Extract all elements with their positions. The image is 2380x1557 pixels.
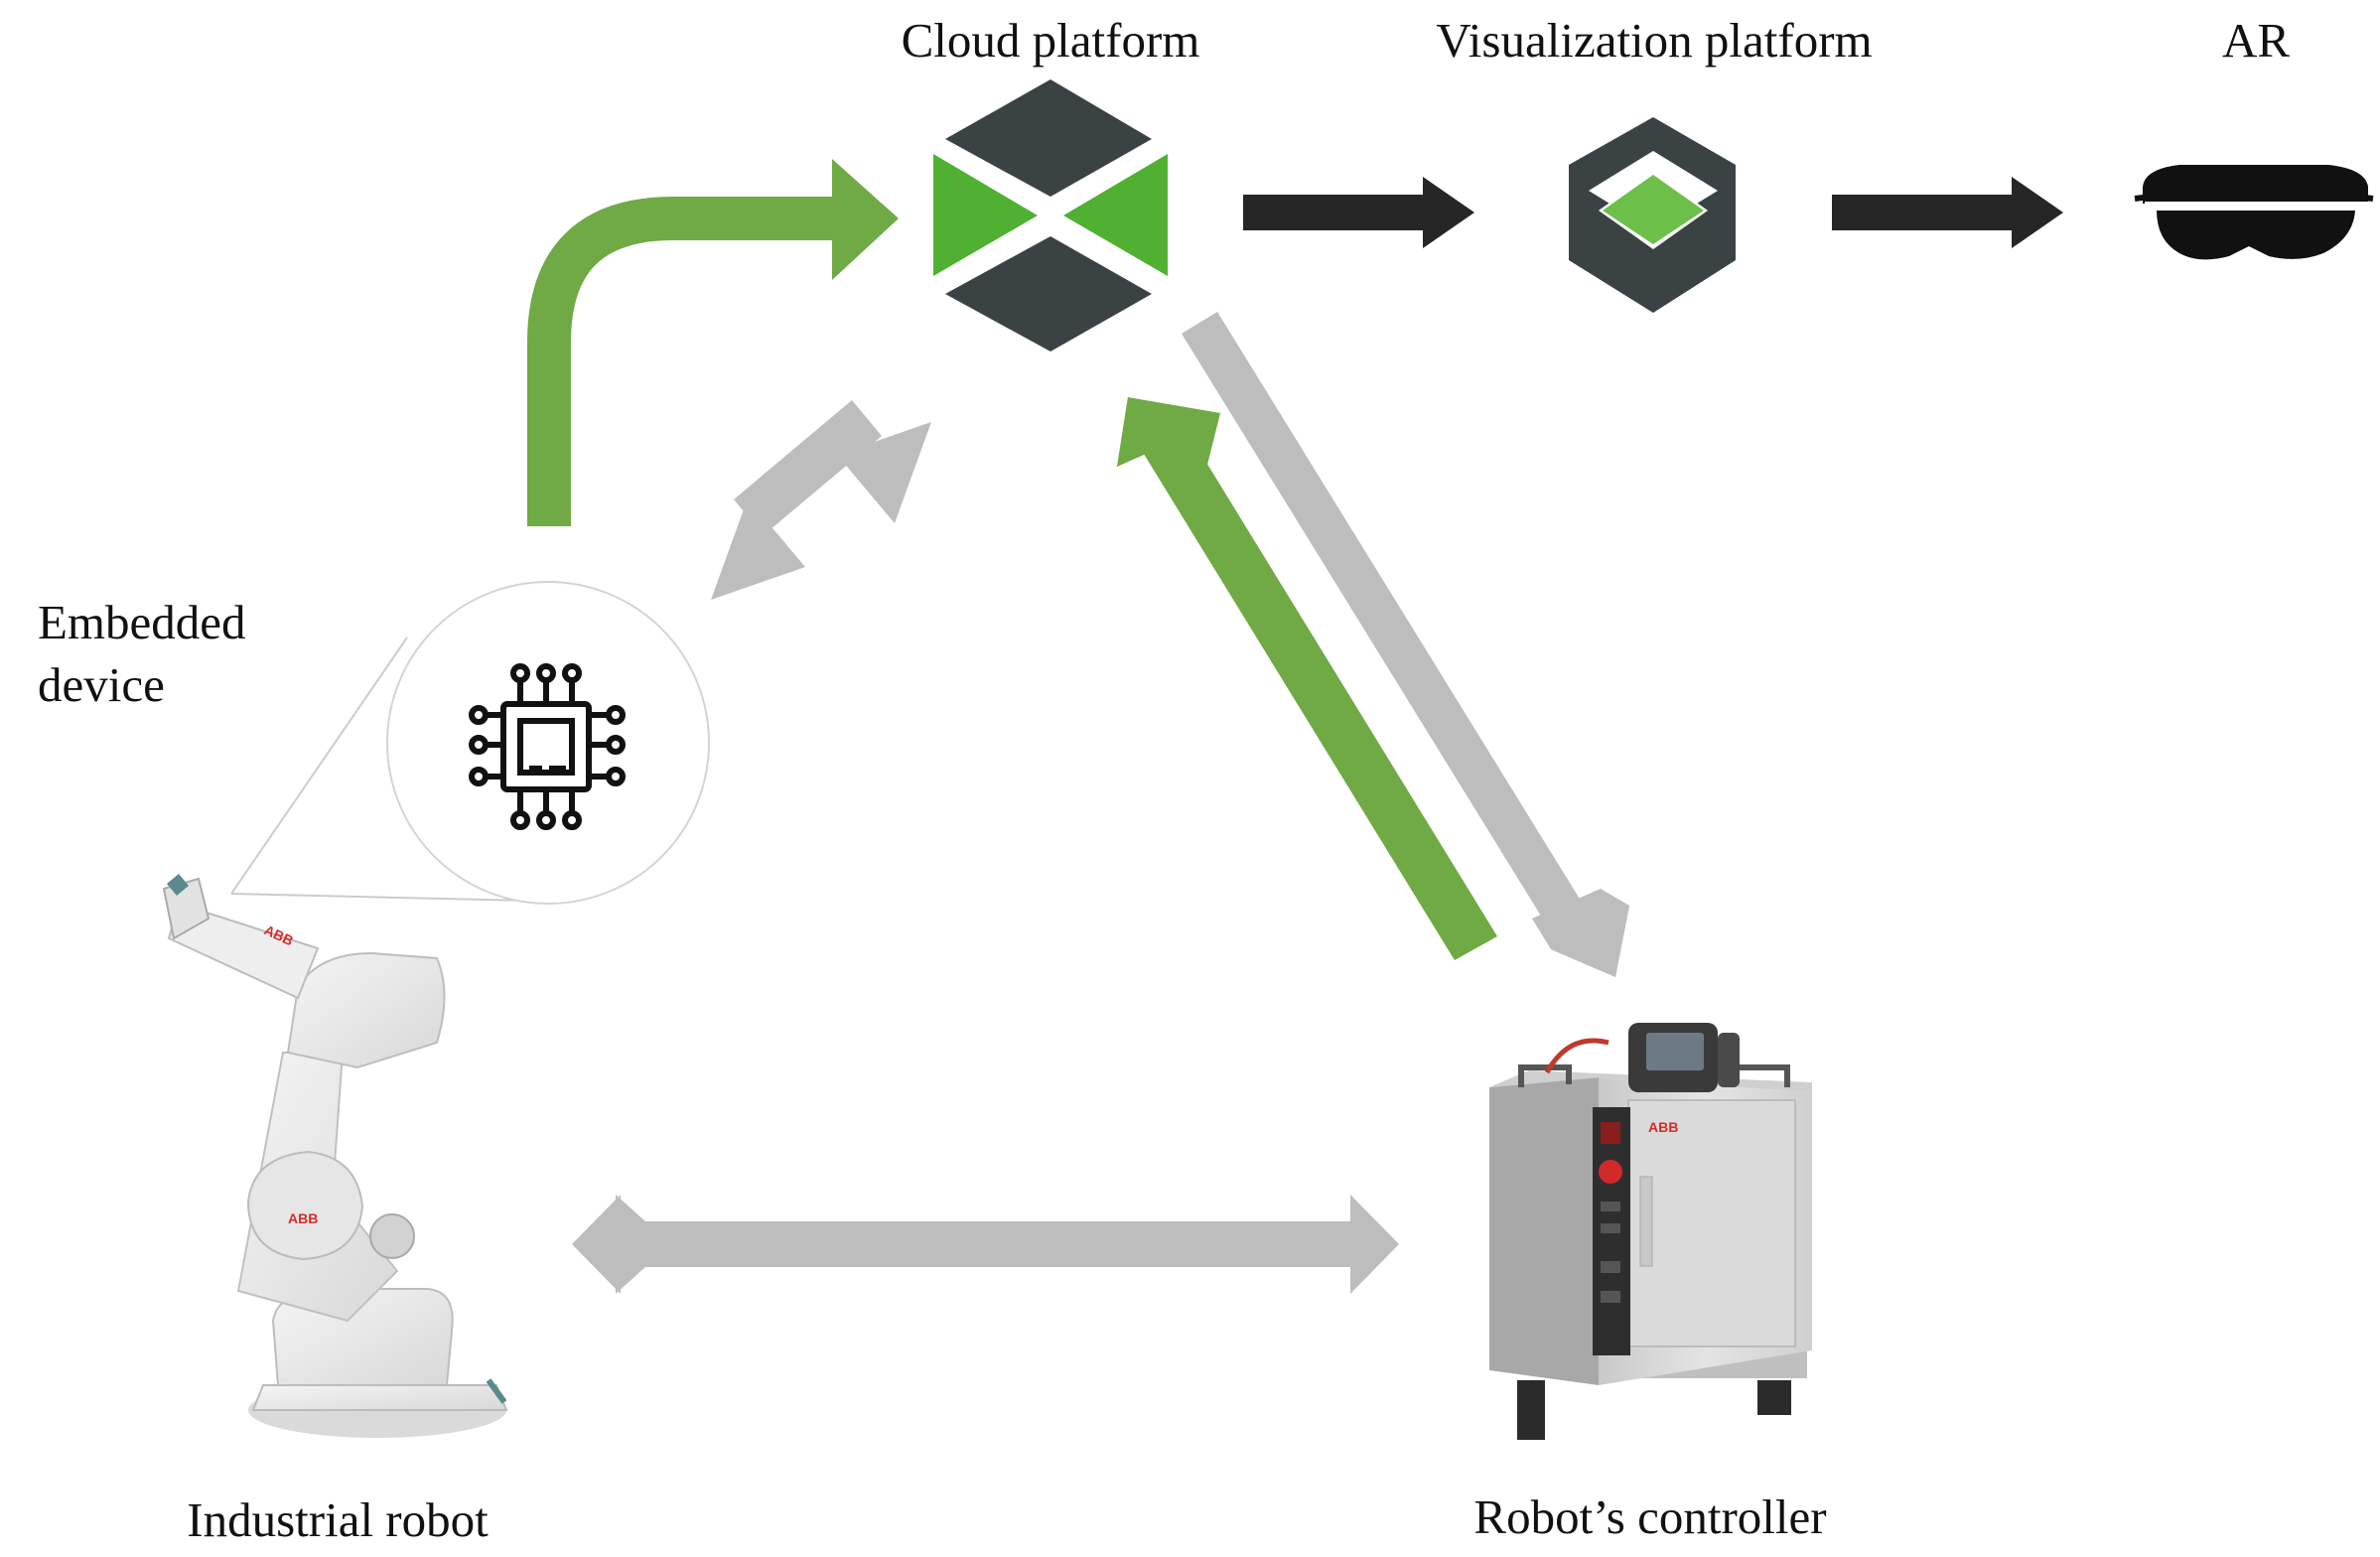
cloud-platform-label: Cloud platform <box>901 13 1200 68</box>
controller-to-cloud-arrow <box>1117 397 1497 960</box>
visualization-to-ar-arrow <box>1832 177 2063 248</box>
visualization-platform-logo-icon <box>1569 117 1736 313</box>
visualization-platform-label: Visualization platform <box>1436 13 1873 68</box>
svg-text:ABB: ABB <box>288 1210 318 1226</box>
ar-label: AR <box>2221 13 2291 68</box>
embedded-to-cloud-arrow <box>527 159 899 526</box>
embedded-device-label-line1: Embedded <box>38 595 246 649</box>
cloud-platform-logo-icon <box>933 79 1168 352</box>
microchip-icon <box>469 663 626 830</box>
embedded-cloud-bidirectional-arrow <box>711 400 931 600</box>
robot-controller-label: Robot’s controller <box>1473 1489 1827 1544</box>
ar-headset-icon <box>2134 165 2374 260</box>
industrial-robot-label: Industrial robot <box>187 1492 489 1547</box>
embedded-device-zoom-bubble <box>230 581 710 905</box>
cloud-to-controller-arrow <box>1182 312 1629 977</box>
robot-controller-bidirectional-arrow <box>572 1195 1399 1294</box>
industrial-robot-arm-icon: ABB ABB <box>162 874 508 1438</box>
cloud-to-visualization-arrow <box>1243 177 1474 248</box>
robot-controller-cabinet-icon: ABB <box>1489 1023 1812 1440</box>
embedded-device-label-line2: device <box>38 657 165 712</box>
controller-brand-mark: ABB <box>1648 1119 1678 1135</box>
